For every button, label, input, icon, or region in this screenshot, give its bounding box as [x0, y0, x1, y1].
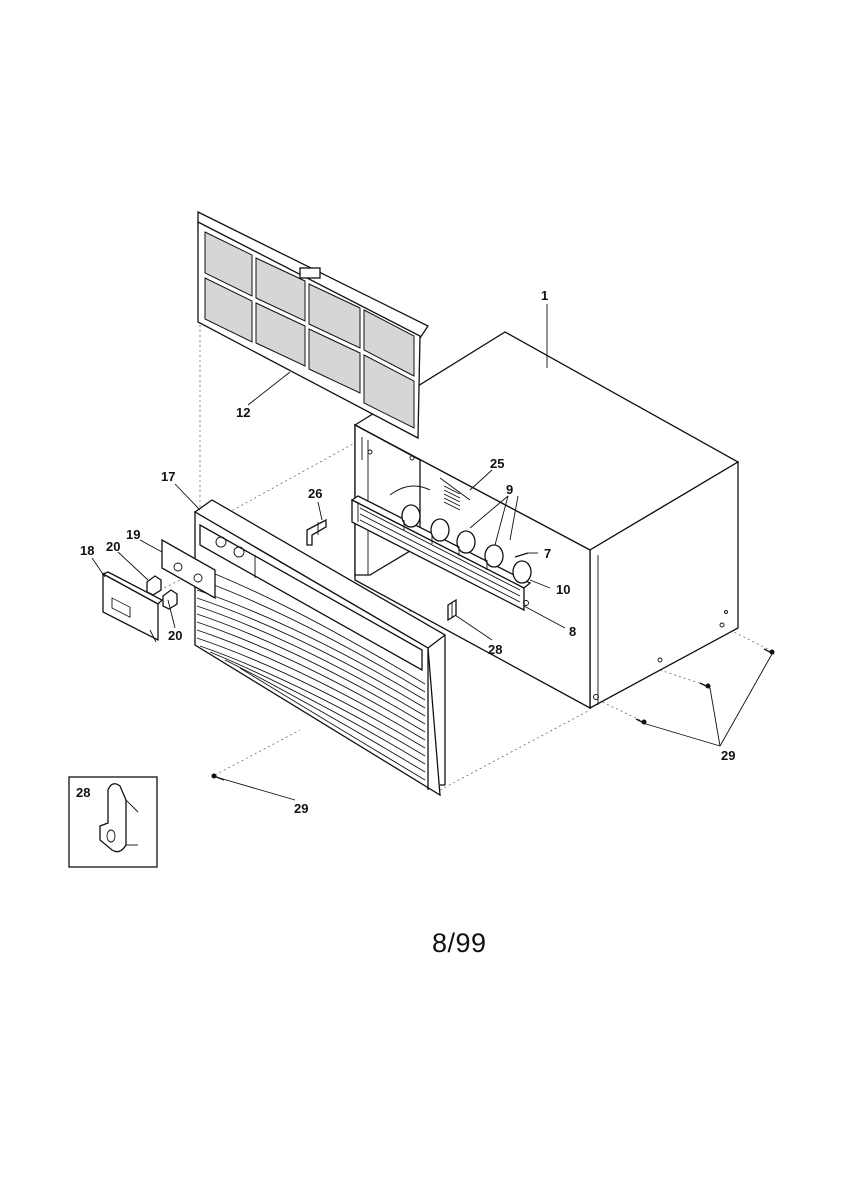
callout-1: 1 — [541, 288, 548, 303]
louver-assembly — [350, 495, 532, 612]
inset-detail-28 — [68, 776, 158, 868]
callout-7: 7 — [544, 546, 551, 561]
bracket-26 — [306, 518, 327, 546]
control-panel — [161, 538, 216, 600]
callout-20-lower: 20 — [168, 628, 182, 643]
callout-25: 25 — [490, 456, 504, 471]
callout-19: 19 — [126, 527, 140, 542]
control-housing — [101, 571, 164, 643]
leader-lines — [91, 304, 773, 801]
callout-20-upper: 20 — [106, 539, 120, 554]
callout-17: 17 — [161, 469, 175, 484]
callout-12: 12 — [236, 405, 250, 420]
callout-9: 9 — [506, 482, 513, 497]
vent-grille — [443, 485, 461, 511]
inset-callout-28: 28 — [76, 785, 90, 800]
callout-10: 10 — [556, 582, 570, 597]
bracket-28 — [447, 598, 457, 622]
grille-louvers — [196, 573, 426, 781]
screw — [763, 648, 775, 655]
screw — [699, 682, 711, 689]
callout-26: 26 — [308, 486, 322, 501]
screw — [635, 718, 647, 725]
callout-29-rear: 29 — [721, 748, 735, 763]
date-code: 8/99 — [432, 928, 487, 958]
air-filter — [197, 210, 429, 440]
screws — [211, 648, 775, 781]
callout-28: 28 — [488, 642, 502, 657]
front-grille — [193, 499, 447, 797]
callout-8: 8 — [569, 624, 576, 639]
callout-labels: 1 12 17 26 25 9 7 10 8 19 18 20 20 28 29… — [76, 288, 735, 816]
callout-18: 18 — [80, 543, 94, 558]
cabinet — [353, 331, 740, 710]
callout-29-front: 29 — [294, 801, 308, 816]
